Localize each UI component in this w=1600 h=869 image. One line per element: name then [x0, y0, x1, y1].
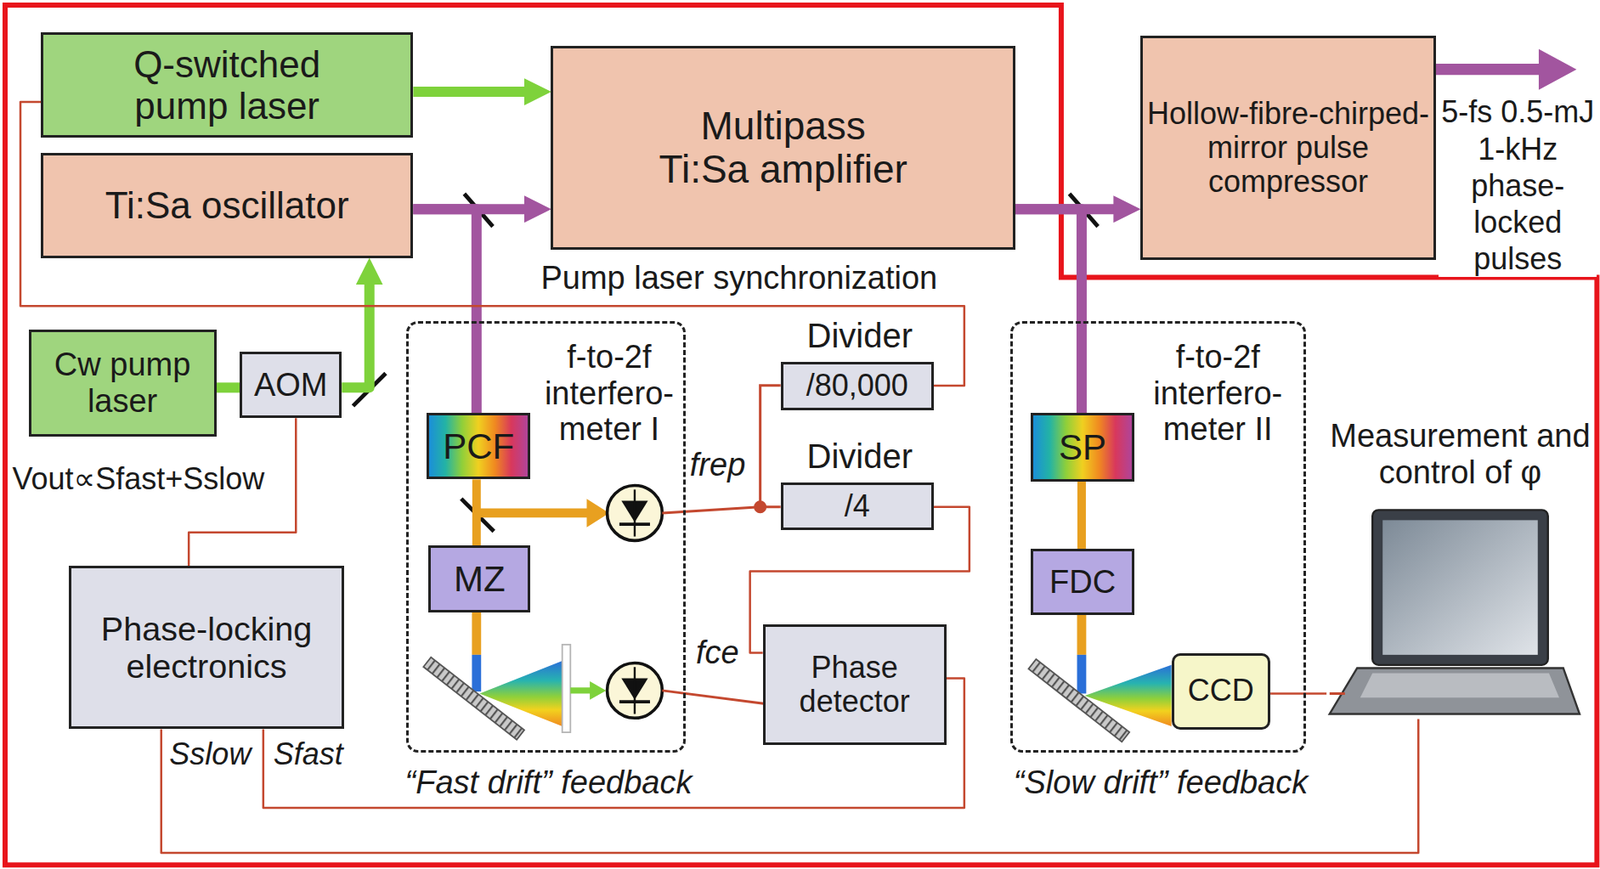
text-block: /80,000	[806, 368, 909, 403]
box-label: Phase detector	[768, 650, 941, 720]
aom-box: AOM	[239, 351, 342, 419]
heading-text: Divider	[773, 437, 947, 476]
pump-laser-box: Q-switched pump laser	[40, 32, 413, 138]
spectrometer-1	[423, 611, 606, 740]
laser-beam	[341, 277, 369, 389]
output-beam	[1433, 49, 1577, 91]
box-label: PCF	[442, 426, 515, 467]
electronics-box: Phase-locking electronics	[68, 565, 345, 730]
frequency-label: fce	[695, 634, 740, 673]
laptop-node: Measurement and control of φ	[1326, 418, 1595, 719]
text-block: Q-switched pump laser	[124, 43, 329, 128]
cw-laser-box: Cw pump laser	[28, 329, 217, 437]
text-block: FDC	[1049, 564, 1116, 601]
box-label: MZ	[453, 559, 506, 600]
text-block: PCF	[442, 426, 515, 467]
pcf-box: PCF	[426, 412, 531, 480]
heading-text: Divider	[773, 316, 947, 356]
box-label: Multipass Ti:Sa amplifier	[653, 104, 914, 193]
signal-wire	[1270, 692, 1327, 696]
orange-beam-to-diode	[479, 498, 610, 528]
divider-box: /4Divider	[780, 482, 934, 531]
laser-beam	[216, 382, 241, 393]
heading-text: “Slow drift” feedback	[987, 764, 1335, 802]
laser-beam	[1077, 481, 1086, 549]
box-label: AOM	[254, 367, 328, 404]
text-block: Hollow-fibre-chirped-mirror pulse compre…	[1146, 96, 1431, 200]
heading-text: Measurement and control of φ	[1326, 418, 1595, 491]
box-label: Ti:Sa oscillator	[105, 184, 350, 227]
text-block: Multipass Ti:Sa amplifier	[653, 104, 914, 193]
box-label: CCD	[1187, 673, 1255, 708]
red-frame	[5, 5, 1597, 866]
box-label: FDC	[1049, 564, 1116, 601]
divider-box: /80,000Divider	[780, 361, 934, 410]
text-block: Phase-locking electronics	[74, 610, 339, 686]
output-label: 5-fs 0.5-mJ 1-kHz phase-locked pulses	[1438, 93, 1597, 278]
box-label: /4	[844, 489, 871, 524]
signal-label: Vout∝Sfast+Sslow	[11, 461, 265, 497]
amplifier-box: Multipass Ti:Sa amplifier	[550, 45, 1015, 250]
interferometer-group: f-to-2f interfero-meter II“Slow drift” f…	[1010, 321, 1307, 753]
box-label: /80,000	[806, 368, 909, 403]
mz-box: MZ	[428, 545, 531, 612]
laser-beam	[472, 479, 481, 546]
laser-beam	[1015, 209, 1082, 413]
phase-detector-box: Phase detector	[763, 624, 947, 746]
photodiode-symbol	[607, 486, 663, 719]
ccd-box: CCD	[1171, 653, 1271, 730]
spectrometer-2	[1028, 615, 1171, 742]
fdc-box: FDC	[1030, 548, 1135, 616]
frequency-label: frep	[689, 446, 746, 485]
text-block: SP	[1058, 427, 1107, 468]
box-label: SP	[1058, 427, 1107, 468]
text-block: AOM	[254, 367, 328, 404]
signal-label: Sslow	[169, 736, 251, 772]
oscillator-box: Ti:Sa oscillator	[40, 152, 413, 259]
compressor-box: Hollow-fibre-chirped-mirror pulse compre…	[1140, 35, 1437, 261]
text-block: CCD	[1187, 673, 1255, 708]
signal-label: Sfast	[273, 736, 344, 772]
box-label: Phase-locking electronics	[74, 610, 339, 686]
text-block: Cw pump laser	[34, 346, 211, 419]
laser-beam	[412, 209, 476, 413]
box-label: Hollow-fibre-chirped-mirror pulse compre…	[1146, 96, 1431, 200]
heading-text: f-to-2f interfero-meter II	[1140, 339, 1296, 448]
box-label: Cw pump laser	[34, 346, 211, 419]
text-block: Phase detector	[768, 650, 941, 720]
heading-text: “Fast drift” feedback	[373, 764, 724, 802]
interferometer-group: f-to-2f interfero-meter I“Fast drift” fe…	[406, 321, 686, 753]
text-block: Ti:Sa oscillator	[105, 184, 350, 227]
heading-text: f-to-2f interfero-meter I	[536, 339, 683, 448]
text-block: MZ	[453, 559, 506, 600]
laptop-illustration	[1329, 509, 1580, 714]
box-label: Q-switched pump laser	[124, 43, 329, 128]
sp-box: SP	[1030, 412, 1135, 481]
text-block: /4	[844, 489, 871, 524]
laser-beam	[412, 86, 532, 97]
sync-label: Pump laser synchronization	[540, 260, 938, 298]
